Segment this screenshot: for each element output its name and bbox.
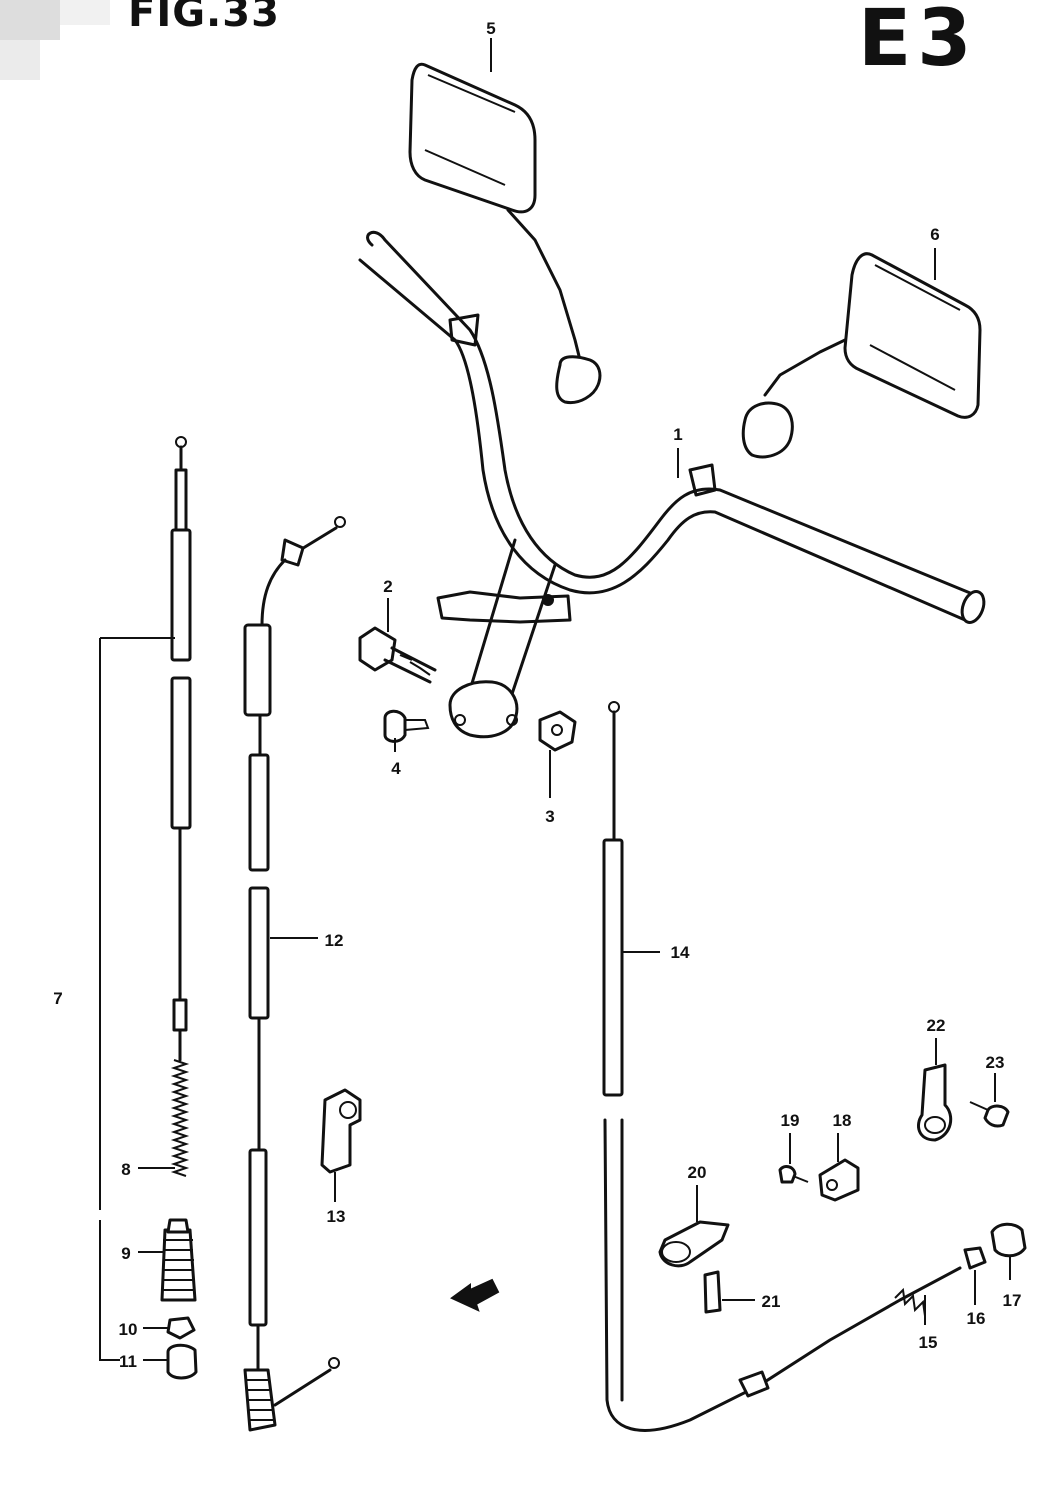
clamp-22 [917, 1063, 953, 1142]
callout-21: 21 [762, 1292, 781, 1311]
callout-23: 23 [986, 1053, 1005, 1072]
scan-noise [0, 0, 110, 80]
callout-22: 22 [927, 1016, 946, 1035]
screw-23 [969, 1101, 1010, 1128]
figure-label: FIG.33 [128, 0, 280, 36]
nut-10 [166, 1316, 196, 1340]
callout-19: 19 [781, 1111, 800, 1130]
callout-5: 5 [486, 19, 495, 38]
clip-13 [320, 1088, 362, 1202]
nut-16 [963, 1246, 987, 1270]
callout-18: 18 [833, 1111, 852, 1130]
callout-13: 13 [327, 1207, 346, 1226]
callout-16: 16 [967, 1309, 986, 1328]
direction-arrow [450, 1278, 500, 1312]
callout-20: 20 [688, 1163, 707, 1182]
callout-3: 3 [545, 807, 554, 826]
clamp-20 [658, 1220, 730, 1268]
cable-14 [602, 701, 962, 1432]
adjuster-17 [990, 1222, 1027, 1258]
callout-17: 17 [1003, 1291, 1022, 1310]
cable-7 [99, 436, 192, 1361]
callout-15: 15 [919, 1333, 938, 1352]
callout-1: 1 [673, 425, 682, 444]
bracket-18 [818, 1158, 860, 1202]
mirror-right [741, 252, 982, 459]
callout-9: 9 [121, 1244, 130, 1263]
region-code: E3 [858, 0, 978, 84]
leader-lines [138, 38, 1011, 1361]
screw-19 [778, 1165, 809, 1184]
callout-2: 2 [383, 577, 392, 596]
callout-14: 14 [671, 943, 690, 962]
handlebar [358, 230, 986, 739]
callout-6: 6 [930, 225, 939, 244]
callout-11: 11 [119, 1352, 137, 1371]
bolt-2 [358, 626, 437, 684]
bolt-4 [383, 709, 430, 743]
nut-3 [538, 710, 577, 752]
callout-4: 4 [391, 759, 401, 778]
cable-12 [243, 516, 346, 1432]
boot-9 [160, 1218, 197, 1302]
screw-21 [703, 1270, 722, 1314]
callout-labels: 1 2 3 4 5 6 7 8 9 10 11 12 13 14 15 16 1… [53, 19, 1021, 1371]
adjuster-11 [166, 1343, 198, 1380]
callout-7: 7 [53, 989, 62, 1008]
callout-12: 12 [325, 931, 344, 950]
mirror-left [408, 62, 602, 405]
callout-10: 10 [119, 1320, 138, 1339]
callout-8: 8 [121, 1160, 130, 1179]
